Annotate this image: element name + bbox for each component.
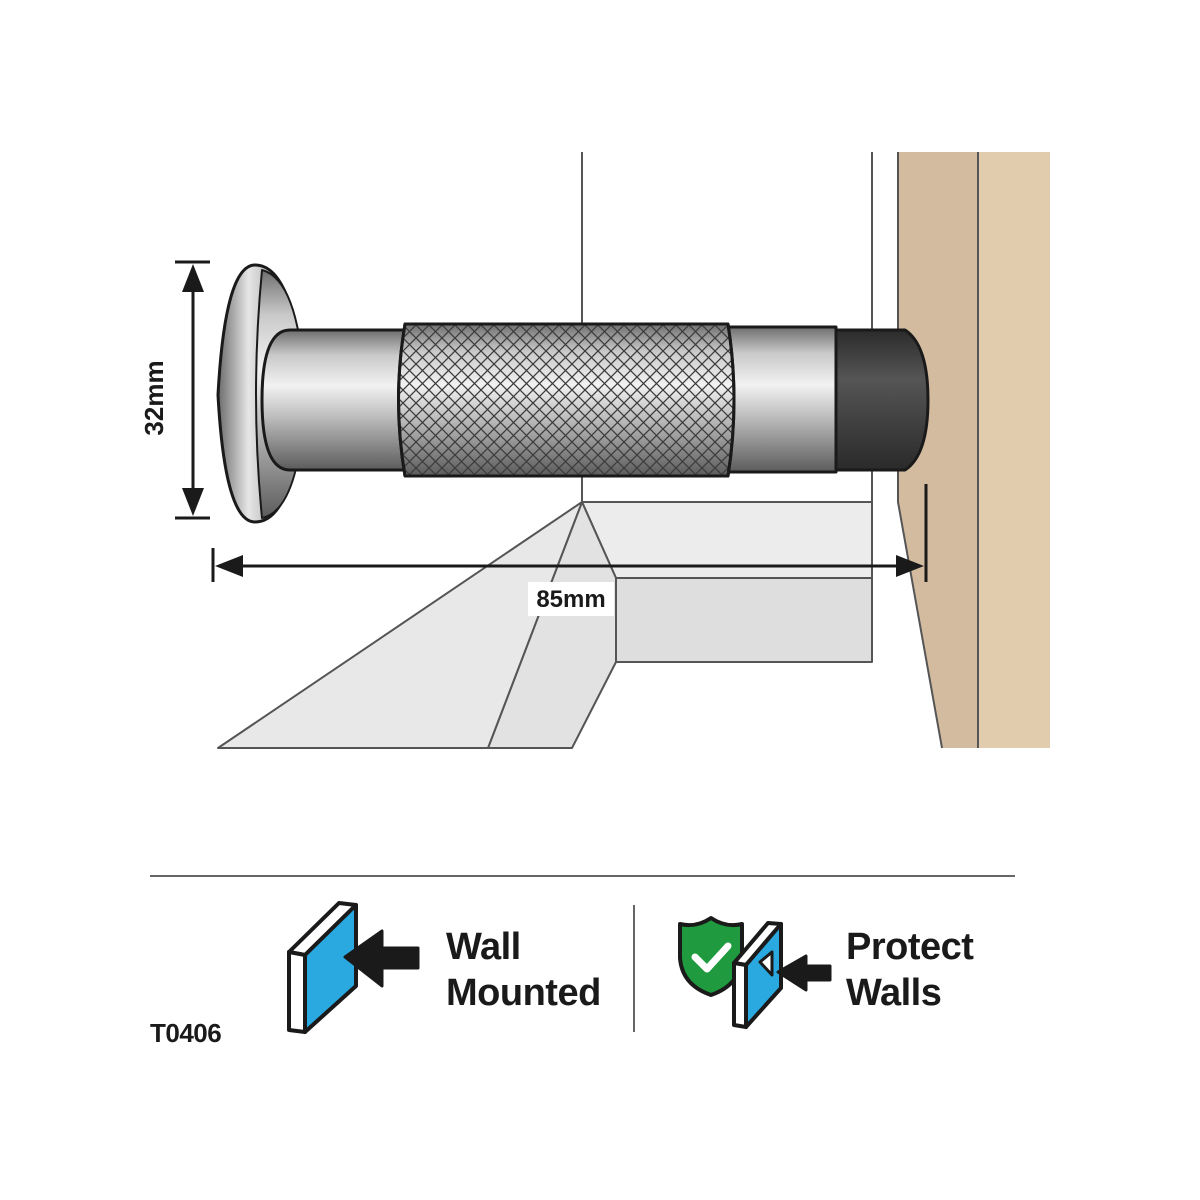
product-code: T0406	[150, 1018, 222, 1048]
length-label: 85mm	[536, 586, 605, 613]
feature-wall-mounted-line2: Mounted	[446, 972, 601, 1014]
height-dimension	[175, 260, 210, 520]
height-label: 32mm	[139, 360, 169, 435]
length-label-bg	[528, 582, 614, 616]
feature-wall-mounted-line1: Wall	[446, 926, 521, 968]
feature-protect-walls-line2: Walls	[846, 972, 942, 1014]
length-dimension	[211, 484, 928, 582]
protect-wall-icon	[732, 921, 832, 1029]
feature-wall-mounted: Wall Mounted	[446, 924, 601, 1016]
feature-protect-walls: Protect Walls	[846, 924, 974, 1016]
floor-perspective	[217, 501, 873, 749]
shield-check-icon	[678, 916, 744, 997]
shaft-end	[720, 325, 838, 474]
wall-mount-icon	[287, 901, 420, 1034]
rubber-bumper	[834, 328, 930, 472]
feature-protect-walls-line1: Protect	[846, 926, 974, 968]
door-stop	[216, 263, 930, 524]
stem	[260, 328, 407, 472]
wall	[897, 152, 1050, 749]
